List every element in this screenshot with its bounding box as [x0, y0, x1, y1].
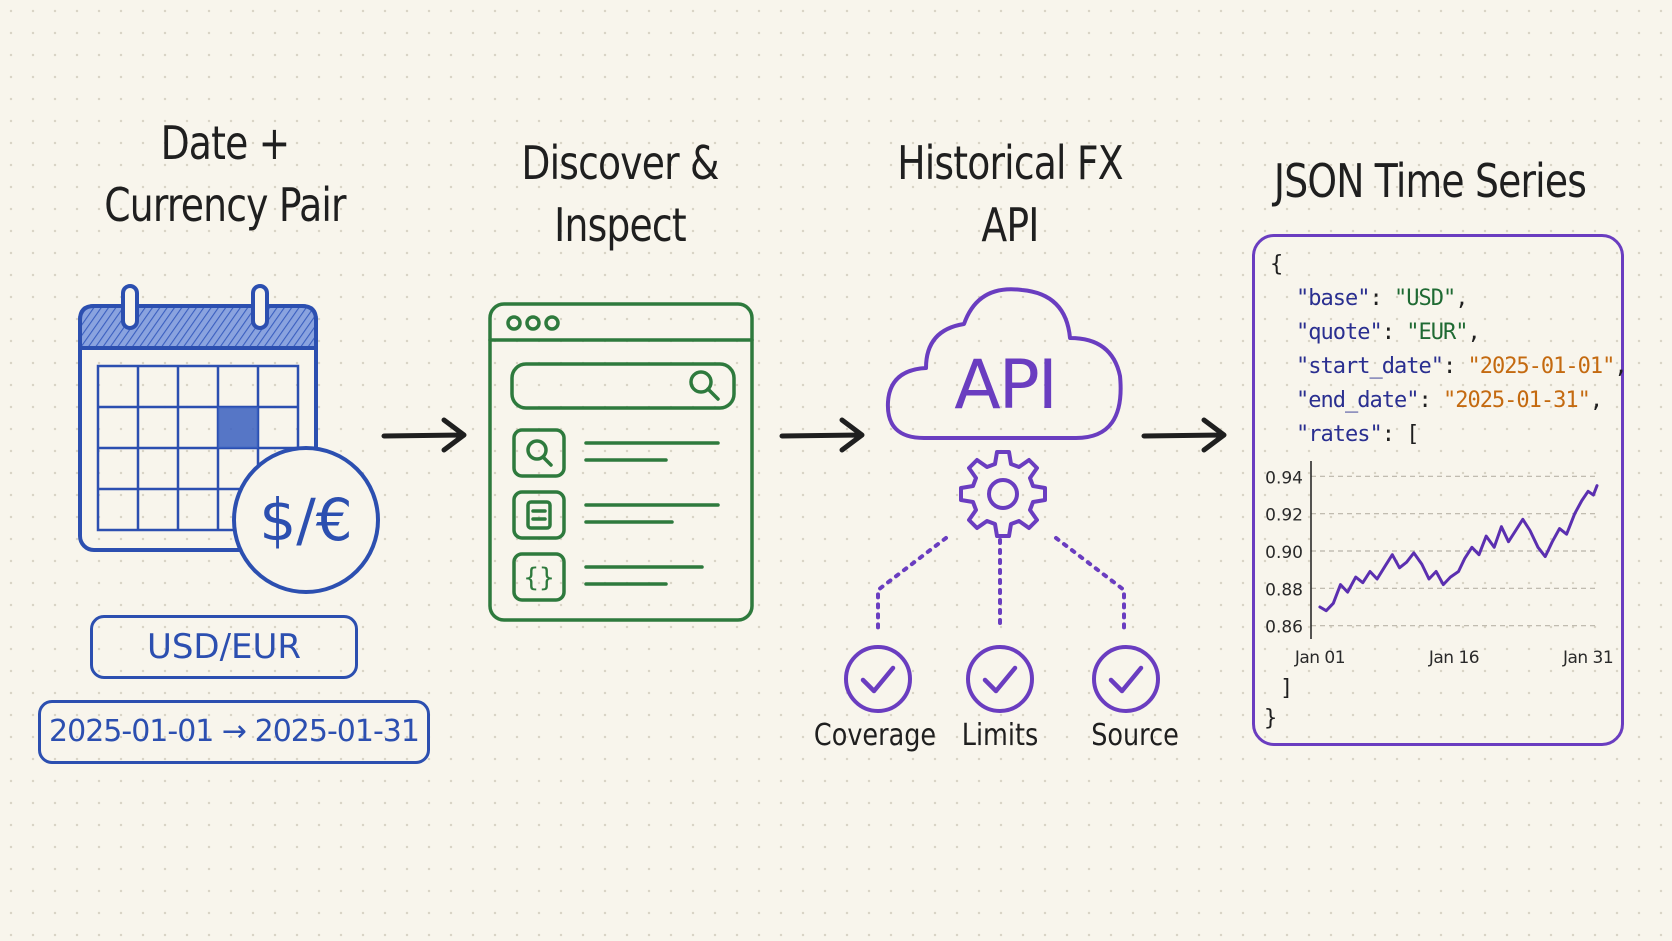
check-coverage-label: Coverage	[813, 718, 937, 753]
json-line-base: "base": "USD",	[1296, 286, 1468, 311]
gear-icon	[959, 450, 1047, 538]
json-open-brace: {	[1270, 252, 1283, 277]
currency-pair-label: USD/EUR	[146, 627, 302, 667]
y-tick-label: 0.94	[1265, 468, 1303, 488]
json-line-quote: "quote": "EUR",	[1296, 320, 1481, 345]
date-range-label: 2025-01-01 → 2025-01-31	[49, 714, 420, 749]
y-tick-label: 0.90	[1265, 543, 1303, 563]
currency-pair-badge: USD/EUR	[90, 615, 358, 679]
series-line	[1318, 484, 1599, 613]
json-close-brace: }	[1264, 706, 1277, 731]
json-rates-close: ]	[1280, 676, 1293, 701]
x-tick-label: Jan 01	[1294, 648, 1345, 668]
calendar-icon: $/€	[78, 284, 380, 594]
step1-title: Date + Currency Pair	[104, 116, 346, 232]
arrow-right-icon	[1141, 417, 1227, 453]
date-range-badge: 2025-01-01 → 2025-01-31	[38, 700, 430, 764]
json-line-rates: "rates": [	[1296, 422, 1419, 447]
y-tick-label: 0.86	[1265, 618, 1303, 638]
json-line-end-date: "end_date": "2025-01-31",	[1296, 388, 1603, 413]
y-tick-label: 0.92	[1265, 506, 1303, 526]
check-limits-label: Limits	[961, 718, 1039, 753]
api-cloud-label: API	[954, 346, 1056, 425]
check-source-icon	[1092, 645, 1160, 713]
step4-title: JSON Time Series	[1273, 154, 1587, 208]
api-cloud-icon: API	[885, 287, 1123, 440]
x-tick-label: Jan 31	[1562, 648, 1613, 668]
step3-title: Historical FX API	[897, 136, 1123, 252]
arrow-right-icon	[381, 417, 467, 453]
currency-symbol: $/€	[259, 486, 352, 554]
check-coverage-icon	[844, 645, 912, 713]
arrow-right-icon	[779, 417, 865, 453]
y-tick-label: 0.88	[1265, 580, 1303, 600]
check-limits-icon	[966, 645, 1034, 713]
json-output-panel	[1252, 234, 1624, 746]
check-source-label: Source	[1091, 718, 1179, 753]
connector-lines	[876, 536, 1126, 632]
x-tick-label: Jan 16	[1428, 648, 1479, 668]
json-line-start-date: "start_date": "2025-01-01",	[1296, 354, 1628, 379]
braces-icon: {}	[523, 563, 554, 593]
browser-window: {}	[488, 302, 754, 622]
step2-title: Discover & Inspect	[521, 136, 719, 252]
